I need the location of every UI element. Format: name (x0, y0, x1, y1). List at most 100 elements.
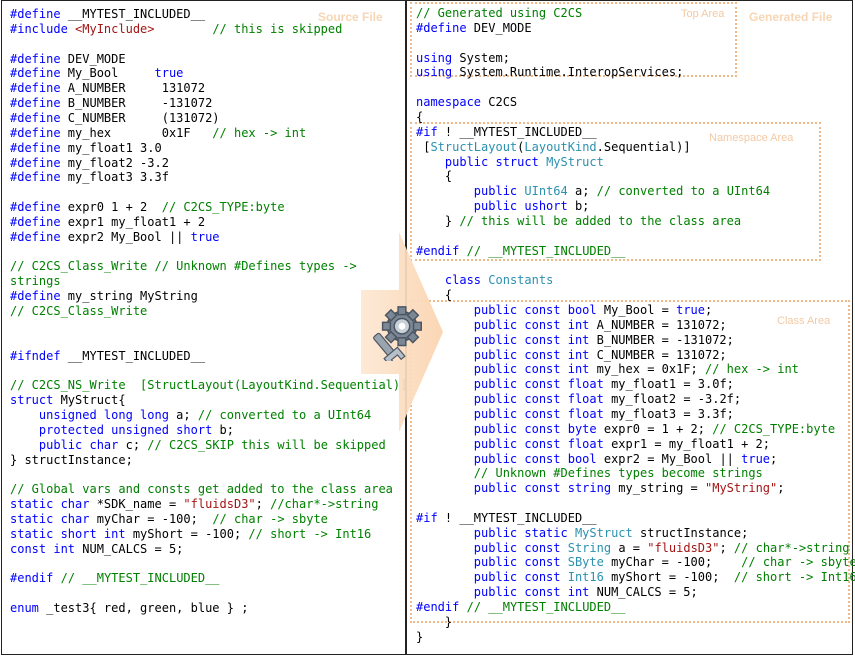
code-token: // char -> sbyte (741, 555, 855, 570)
code-token: expr0 = 1 + 2; (596, 421, 713, 436)
code-token: public const int (473, 332, 590, 347)
code-token (568, 526, 575, 540)
code-line: strings (10, 274, 61, 289)
code-token (416, 541, 474, 555)
code-token: __MYTEST_INCLUDED__ (60, 348, 206, 363)
code-line: public ushort b; (416, 199, 590, 214)
code-token: System.Runtime.InteropServices; (452, 65, 684, 80)
code-line: public const int my_hex = 0x1F; // hex -… (416, 362, 799, 377)
code-token: public const float (473, 406, 604, 421)
code-token: public const bool (473, 451, 597, 466)
code-line: #define my_float2 -3.2 (10, 156, 169, 171)
code-line: #define expr2 My_Bool || true (10, 230, 220, 245)
code-token: public const bool (473, 303, 597, 317)
code-line: // C2CS_Class_Write (10, 304, 147, 319)
code-token: } (416, 629, 424, 644)
code-token: ( (517, 139, 525, 154)
code-token: // hex -> int (212, 125, 307, 140)
code-line: const int NUM_CALCS = 5; (10, 542, 183, 557)
code-token: .Sequential)] (596, 139, 691, 154)
code-token: //char*->string (270, 497, 379, 512)
code-token: #endif (416, 243, 460, 258)
code-token: my_string MyString (60, 289, 198, 304)
code-token: ; (777, 481, 785, 496)
code-line: { (416, 169, 452, 184)
code-line: #if ! __MYTEST_INCLUDED__ (416, 125, 597, 140)
code-token: enum (10, 601, 39, 615)
code-line: public const float my_float2 = -3.2f; (416, 392, 741, 407)
code-line: public UInt64 a; // converted to a UInt6… (416, 184, 770, 199)
code-token: #define (10, 110, 61, 125)
code-token: static char (10, 511, 90, 526)
code-token: const int (10, 541, 76, 556)
code-token: DEV_MODE (466, 20, 532, 35)
code-token (561, 541, 568, 555)
code-token: SByte (567, 555, 604, 570)
code-token: public (473, 184, 518, 199)
code-token: // Generated using C2CS (416, 6, 583, 20)
code-token: A_NUMBER 131072 (60, 81, 206, 96)
code-token: my_float2 = -3.2f; (603, 392, 742, 407)
code-line: public const Int16 myShort = -100; // sh… (416, 570, 855, 585)
code-token: #define (10, 125, 61, 140)
code-token: // char*->string (733, 540, 850, 555)
code-token (416, 184, 474, 198)
top-area-label: Top Area (681, 8, 725, 20)
code-token: true (154, 66, 184, 81)
code-token: LayoutKind (524, 139, 597, 154)
code-token: Int16 (567, 570, 604, 585)
namespace-area-box (410, 122, 821, 261)
code-token: // C2CS_Class_Write // Unknown #Defines … (10, 259, 357, 274)
code-token: a = (611, 540, 648, 555)
code-token: #define (10, 140, 61, 155)
code-line: #define my_float1 3.0 (10, 141, 162, 156)
code-token: #if (416, 124, 438, 139)
code-token (416, 555, 474, 569)
code-token: #ifndef (10, 348, 61, 363)
namespace-area-label: Namespace Area (709, 132, 794, 144)
code-line: enum _test3{ red, green, blue } ; (10, 601, 248, 616)
code-line: #define DEV_MODE (416, 21, 532, 36)
code-token: #define (10, 81, 61, 96)
code-line: #define my_hex 0x1F // hex -> int (10, 126, 306, 141)
code-line: protected unsigned short b; (10, 423, 234, 438)
code-line: public const string my_string = "MyStrin… (416, 481, 785, 496)
code-token: B_NUMBER = -131072; (589, 332, 734, 347)
code-token: expr0 1 + 2 (60, 200, 162, 215)
code-token (416, 481, 474, 495)
code-token: expr2 My_Bool || (60, 229, 191, 244)
code-token: ! __MYTEST_INCLUDED__ (437, 124, 597, 139)
code-line: { (416, 110, 423, 125)
code-token (416, 466, 474, 480)
code-token (416, 452, 474, 466)
code-line: } structInstance; (10, 453, 133, 468)
code-token: // __MYTEST_INCLUDED__ (466, 600, 626, 614)
code-token: my_hex 0x1F (60, 125, 213, 140)
code-token: __MYTEST_INCLUDED__ (60, 7, 206, 21)
code-token: myChar = -100; (89, 511, 213, 526)
code-token: ; (719, 540, 734, 555)
code-token: // converted to a UInt64 (596, 184, 771, 199)
code-token: true (676, 303, 706, 317)
code-token: NUM_CALCS = 5; (589, 585, 698, 600)
code-token: #define (10, 155, 61, 170)
code-token: System; (452, 50, 510, 65)
code-token: struct (10, 393, 54, 408)
code-token: #define (10, 66, 61, 81)
code-token: // converted to a UInt64 (197, 407, 372, 422)
code-token: #define (10, 170, 61, 185)
code-token: public ushort (473, 199, 568, 214)
code-token: #define (10, 214, 61, 229)
code-token: } (416, 614, 453, 629)
code-token: // C2CS_Class_Write (10, 304, 148, 318)
code-token: String (567, 540, 612, 555)
code-token (561, 570, 568, 584)
code-token: My_Bool (60, 66, 155, 81)
code-line: public const int A_NUMBER = 131072; (416, 318, 727, 333)
code-token: myShort = -100; (603, 570, 734, 585)
code-token: // Unknown #Defines types become strings (473, 466, 763, 481)
code-token: { (416, 169, 453, 184)
code-line: [StructLayout(LayoutKind.Sequential)] (416, 139, 691, 155)
code-line: static char myChar = -100; // char -> sb… (10, 512, 328, 527)
code-line: class Constants (416, 273, 553, 288)
